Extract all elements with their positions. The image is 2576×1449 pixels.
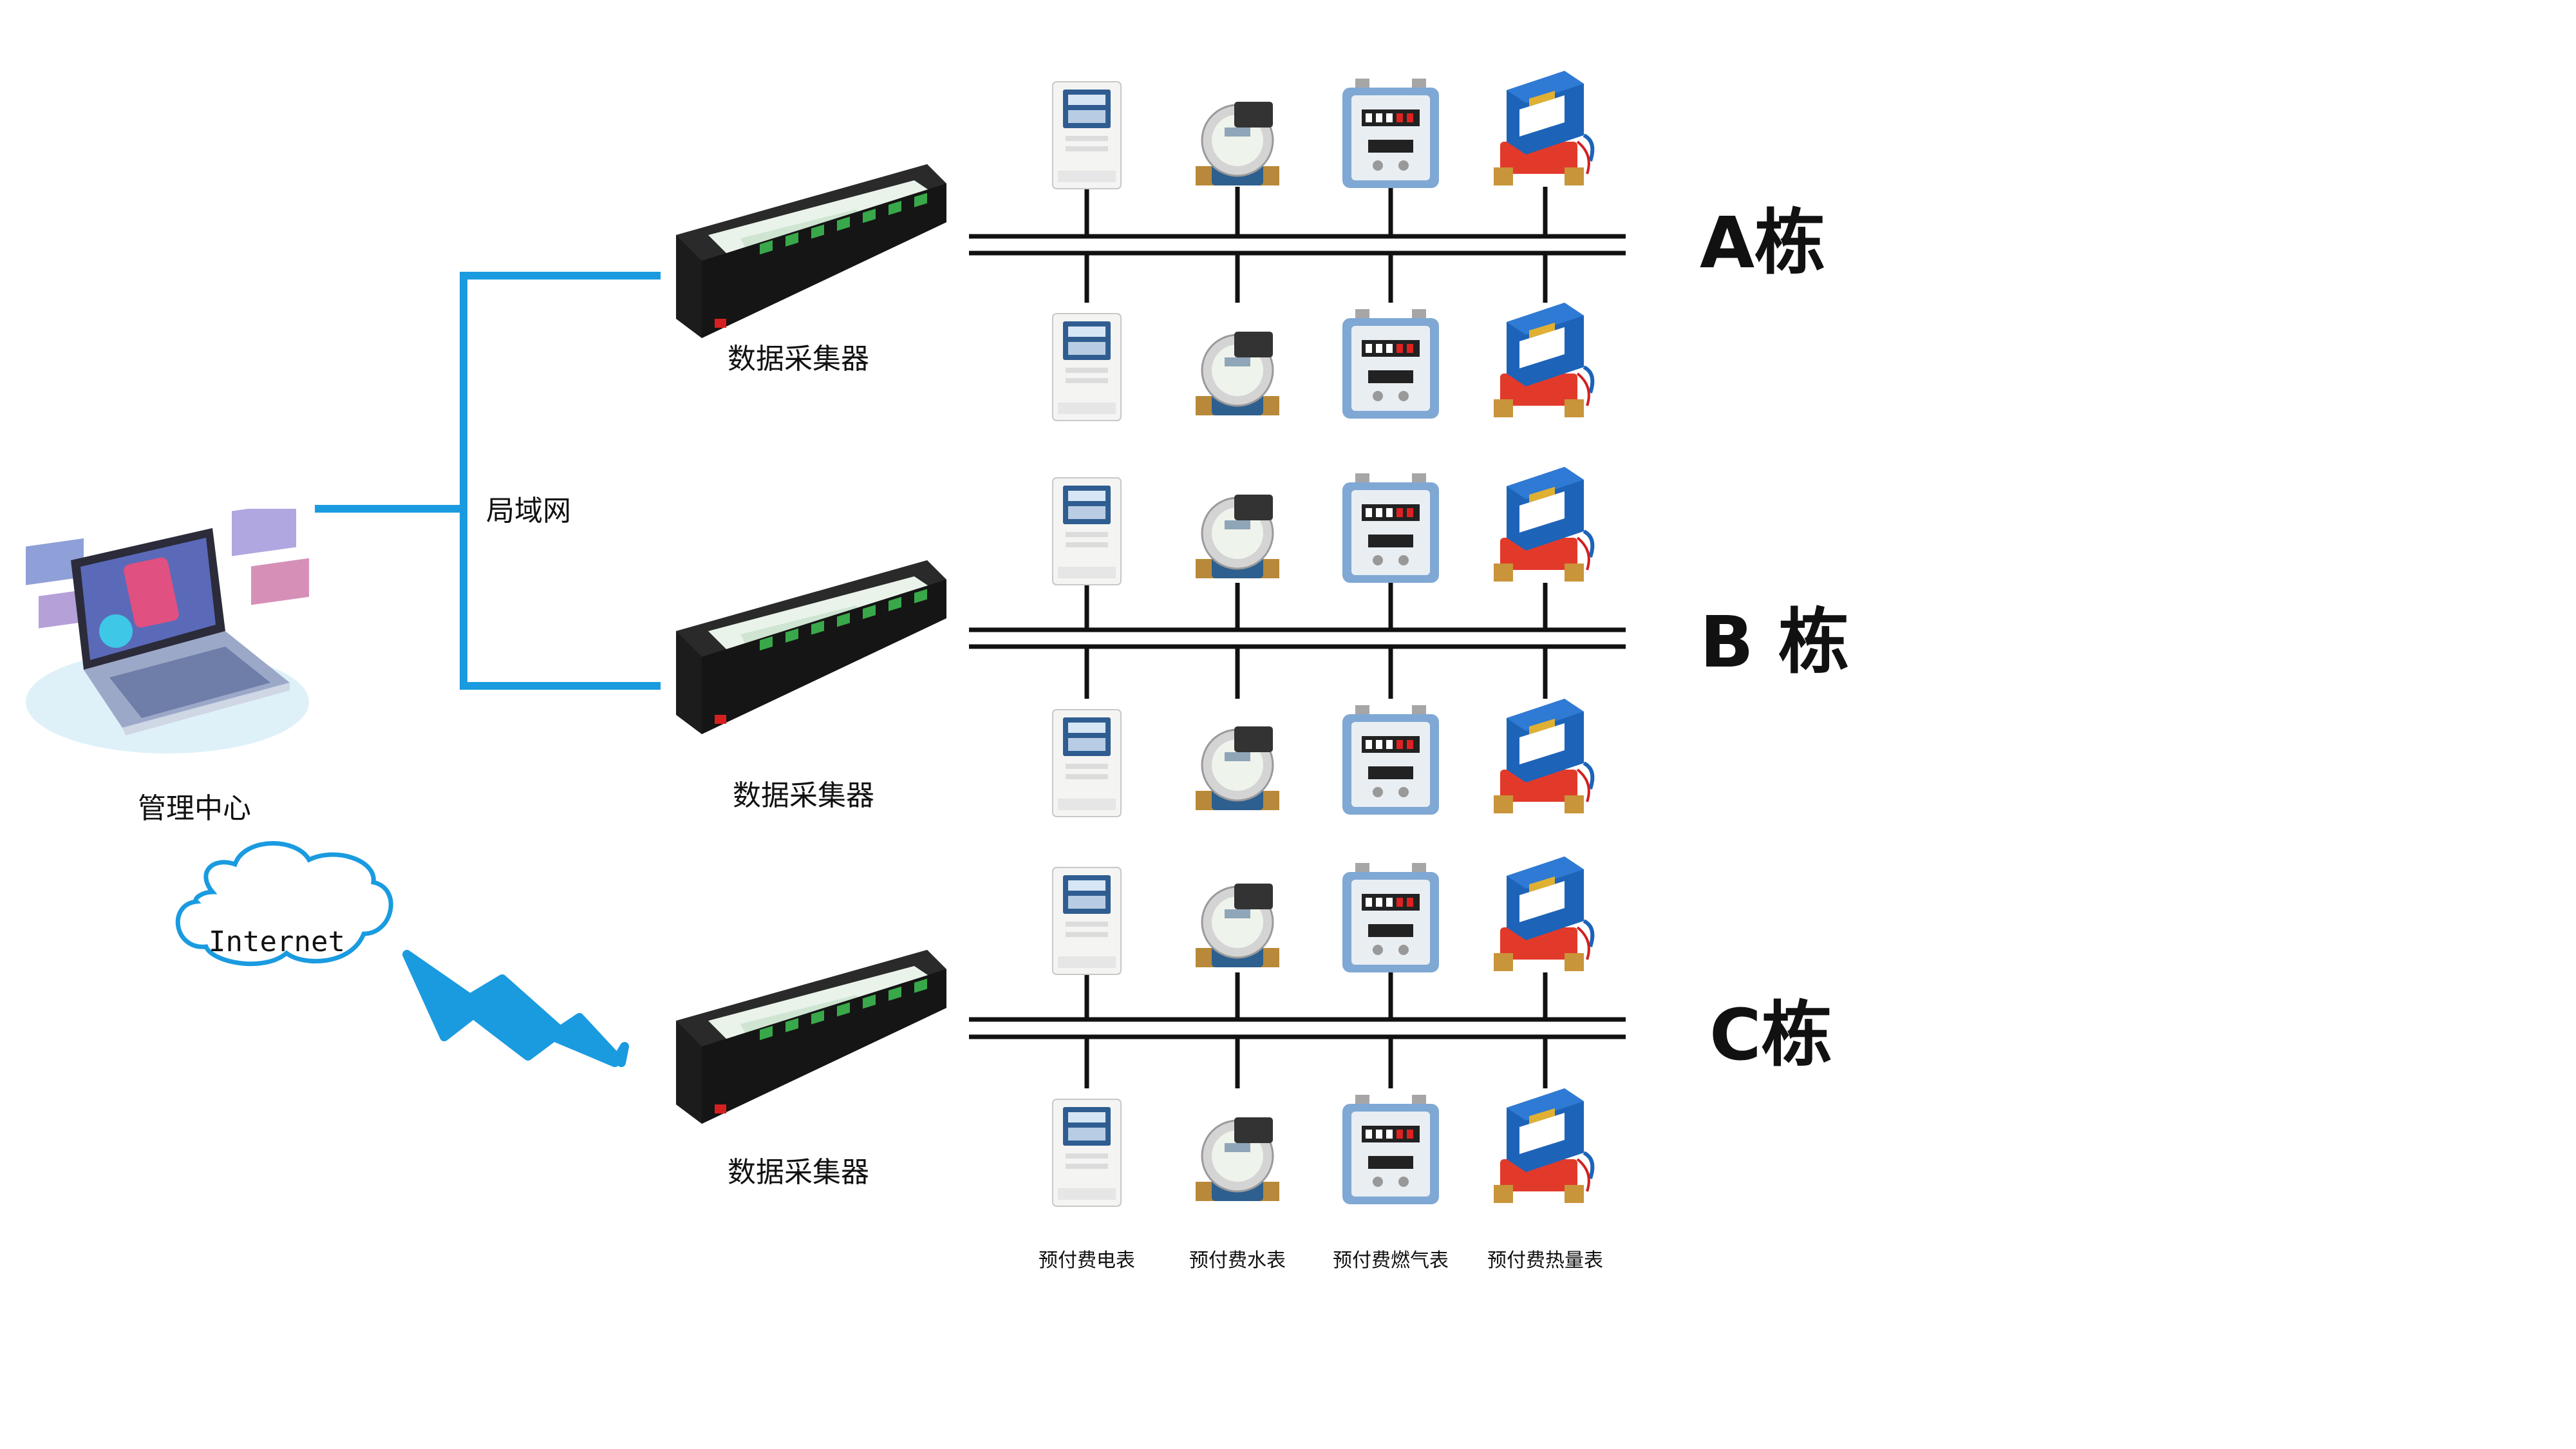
heat-meter-icon	[1494, 699, 1592, 813]
lan-label: 局域网	[486, 495, 571, 527]
collector-a[interactable]	[676, 164, 946, 338]
gas-meter-icon	[1342, 309, 1439, 419]
electric-meter-icon	[1052, 477, 1122, 585]
electric-meter-icon	[1052, 709, 1122, 817]
building-c-label: C栋	[1709, 994, 1832, 1076]
laptop-icon	[26, 509, 309, 753]
building-b-label: B 栋	[1700, 601, 1849, 683]
electric-meter-icon	[1052, 81, 1122, 189]
meter-label-water: 预付费水表	[1189, 1249, 1286, 1272]
cloud-icon	[175, 841, 393, 967]
meter-legend: 预付费电表 预付费水表 预付费燃气表 预付费热量表	[1039, 1249, 1603, 1272]
gas-meter-icon	[1342, 79, 1439, 188]
collector-a-label: 数据采集器	[728, 343, 869, 375]
lightning-icon	[402, 950, 629, 1067]
building-c: 数据采集器 C栋	[676, 857, 1832, 1207]
management-center[interactable]: 管理中心	[26, 502, 309, 825]
collector-c[interactable]	[676, 950, 946, 1124]
management-center-label: 管理中心	[138, 792, 251, 825]
heat-meter-icon	[1494, 1088, 1592, 1203]
internet-label: Internet	[209, 925, 345, 958]
lan-lines	[315, 272, 661, 690]
gas-meter-icon	[1342, 1095, 1439, 1204]
heat-meter-icon	[1494, 71, 1592, 185]
water-meter-icon	[1196, 725, 1279, 811]
collector-c-label: 数据采集器	[728, 1156, 869, 1189]
electric-meter-icon	[1052, 313, 1122, 421]
heat-meter-icon	[1494, 467, 1592, 582]
meter-label-heat: 预付费热量表	[1487, 1249, 1603, 1272]
water-meter-icon	[1196, 330, 1279, 417]
building-b: 数据采集器 B 栋	[676, 467, 1849, 817]
bus-b	[969, 583, 1626, 699]
building-a-label: A栋	[1700, 202, 1825, 284]
water-meter-icon	[1196, 882, 1279, 969]
gas-meter-icon	[1342, 863, 1439, 972]
bus-a	[969, 187, 1626, 303]
water-meter-icon	[1196, 1116, 1279, 1202]
gas-meter-icon	[1342, 473, 1439, 583]
collector-b[interactable]	[676, 560, 946, 734]
bus-c	[969, 972, 1626, 1088]
water-meter-icon	[1196, 100, 1279, 187]
internet-cloud: Internet	[175, 841, 393, 967]
collector-b-label: 数据采集器	[733, 779, 874, 812]
electric-meter-icon	[1052, 867, 1122, 975]
water-meter-icon	[1196, 493, 1279, 580]
heat-meter-icon	[1494, 857, 1592, 971]
gas-meter-icon	[1342, 705, 1439, 815]
heat-meter-icon	[1494, 303, 1592, 417]
building-a: 数据采集器 A栋	[676, 71, 1825, 421]
meter-label-electric: 预付费电表	[1039, 1249, 1135, 1272]
meter-label-gas: 预付费燃气表	[1333, 1249, 1449, 1272]
electric-meter-icon	[1052, 1099, 1122, 1207]
